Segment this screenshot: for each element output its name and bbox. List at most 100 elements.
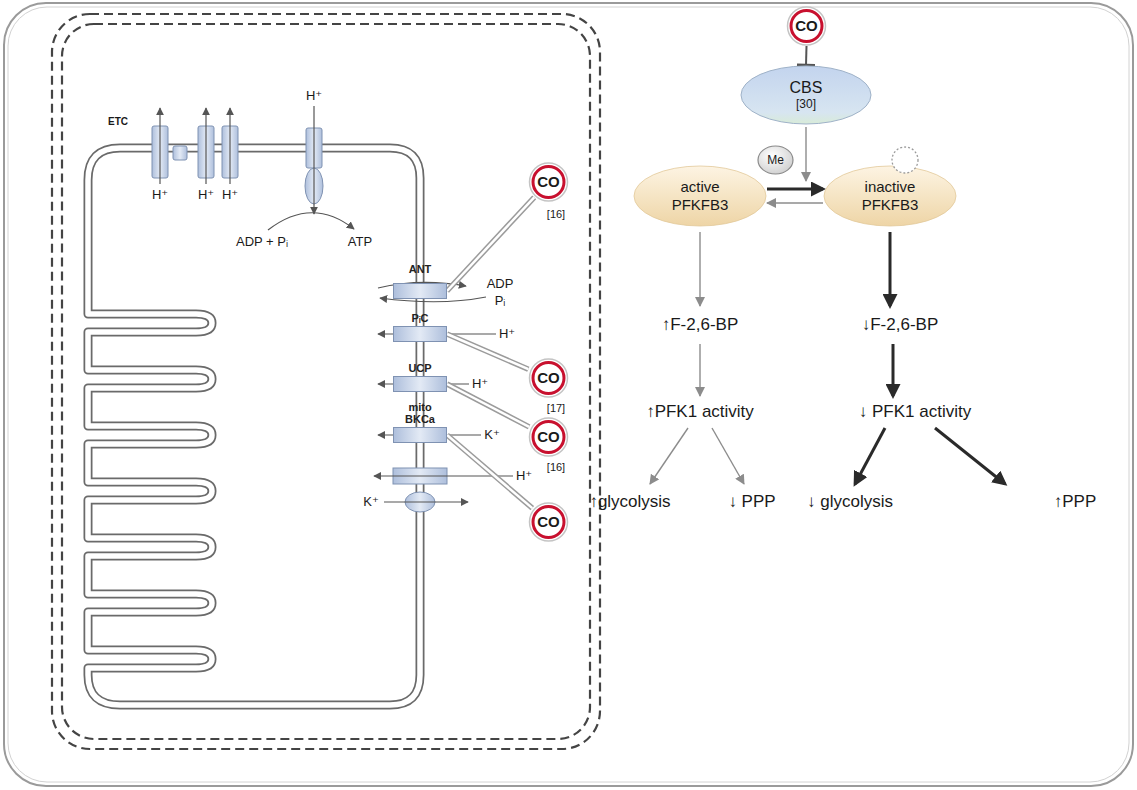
node-text: mito BKCa bbox=[400, 401, 440, 425]
co-red-ring bbox=[533, 167, 564, 198]
complex-label: ETC bbox=[108, 116, 128, 128]
metabolite-label: ADP bbox=[487, 277, 514, 292]
methyl-group-circle: Me bbox=[757, 145, 794, 175]
transporter-protein: PᵢC bbox=[393, 326, 447, 342]
node-text: CO bbox=[537, 369, 560, 387]
ion-label: H⁺ bbox=[499, 327, 515, 342]
mitochondrion-inner-membrane-part bbox=[88, 148, 420, 705]
node-text: ANT bbox=[409, 263, 432, 275]
metabolite-label: ADP + Pᵢ bbox=[236, 235, 288, 250]
connector-line-inner bbox=[447, 197, 534, 291]
pathway-arrow-thick-part bbox=[889, 232, 892, 306]
proton-pump-arrow-part bbox=[159, 108, 160, 184]
co-molecule-circle: CO bbox=[526, 358, 571, 398]
co-red-ring bbox=[533, 422, 564, 453]
pathway-effect: ↑F-2,6-BP bbox=[662, 315, 739, 335]
mitochondrion-outer-membrane-part bbox=[52, 14, 600, 749]
transporter-protein: mito BKCa bbox=[393, 427, 447, 443]
connector-line bbox=[447, 435, 532, 508]
mitochondrion-outer-membrane-part bbox=[62, 24, 590, 739]
inhibition-line bbox=[805, 46, 808, 65]
transport-arrow bbox=[378, 282, 496, 435]
etc-complex-part bbox=[173, 146, 187, 160]
co-outer-ring bbox=[530, 418, 568, 456]
metabolite-label: ATP bbox=[348, 235, 372, 250]
reference-number: [17] bbox=[547, 402, 565, 415]
co-molecule-circle: CO bbox=[526, 162, 571, 202]
atp-synthase-part bbox=[268, 213, 354, 230]
node-text: inactive PFKFB3 bbox=[848, 178, 932, 214]
transporter-protein: ANT bbox=[393, 283, 447, 299]
ion-label: H⁺ bbox=[152, 188, 168, 203]
proton-pump-arrow bbox=[160, 108, 230, 184]
pathway-arrow-thin-part bbox=[805, 127, 806, 181]
node-text: PᵢC bbox=[412, 312, 429, 324]
ion-label: H⁺ bbox=[198, 188, 214, 203]
co-outer-ring bbox=[788, 7, 826, 45]
mitochondrion-inner-membrane-part bbox=[88, 148, 420, 705]
node-text: active PFKFB3 bbox=[658, 178, 742, 214]
connector-line-inner bbox=[447, 334, 528, 369]
ion-label: K⁺ bbox=[363, 495, 379, 510]
pathway-effect: ↓ glycolysis bbox=[807, 492, 893, 512]
mitochondrion-outer-membrane bbox=[52, 14, 600, 749]
enzyme-state-fill bbox=[634, 166, 766, 226]
pathway-effect: ↑PPP bbox=[1054, 492, 1097, 512]
co-outer-ring bbox=[530, 359, 568, 397]
cell-outline-part bbox=[8, 7, 1129, 782]
removed-methyl-circle bbox=[892, 147, 918, 173]
methyl-circle-fill bbox=[758, 146, 793, 174]
ion-label: H⁺ bbox=[306, 89, 322, 104]
co-molecule-circle: CO bbox=[526, 417, 571, 457]
reference-number: [16] bbox=[547, 461, 565, 474]
enzyme-state-fill bbox=[824, 166, 956, 226]
connector-line bbox=[447, 197, 534, 291]
pathway-arrow-thick bbox=[855, 232, 1005, 484]
pathway-effect: ↓ PPP bbox=[728, 492, 775, 512]
node-text: CBS bbox=[790, 78, 823, 97]
proton-pump-arrow-part bbox=[229, 108, 230, 184]
node-text: CO bbox=[795, 17, 818, 35]
connector bbox=[447, 435, 532, 508]
connector bbox=[767, 203, 823, 204]
ion-label: H⁺ bbox=[516, 469, 532, 484]
pathway-arrow-thin-part bbox=[699, 232, 700, 306]
connector bbox=[447, 197, 534, 291]
co-molecule-circle: CO bbox=[784, 6, 829, 46]
enzyme-state-ellipse: inactive PFKFB3 bbox=[823, 165, 957, 227]
transporter-protein: UCP bbox=[393, 376, 447, 392]
pathway-effect: ↓F-2,6-BP bbox=[862, 315, 939, 335]
co-outer-ring bbox=[530, 163, 568, 201]
co-red-ring bbox=[791, 11, 822, 42]
node-text: UCP bbox=[408, 362, 431, 374]
enzyme-ellipse-fill bbox=[741, 66, 871, 124]
metabolite-label: Pᵢ bbox=[495, 294, 506, 309]
pathway-arrow-thick-part bbox=[935, 428, 1005, 484]
etc-complex bbox=[152, 126, 238, 178]
co-red-ring bbox=[533, 363, 564, 394]
pathway-arrow-thin-part bbox=[712, 428, 744, 484]
enzyme-ellipse: CBS[30] bbox=[740, 65, 872, 125]
node-text: CO bbox=[537, 428, 560, 446]
pathway-effect: ↑glycolysis bbox=[589, 492, 670, 512]
pathway-effect: ↓ PFK1 activity bbox=[859, 402, 971, 422]
proton-pump-arrow-part bbox=[205, 108, 206, 184]
pathway-arrow-thick-part bbox=[855, 428, 885, 484]
co-molecule-circle: CO bbox=[526, 502, 571, 542]
removed-methyl-circle-part bbox=[892, 147, 918, 173]
pathway-effect: ↑PFK1 activity bbox=[646, 402, 754, 422]
co-outer-ring bbox=[530, 503, 568, 541]
mitochondrion-inner-membrane bbox=[88, 148, 420, 705]
pathway-arrow-thick-part bbox=[892, 344, 895, 396]
pathway-arrow-thin-part bbox=[699, 344, 700, 396]
ion-label: K⁺ bbox=[484, 428, 500, 443]
ion-label: H⁺ bbox=[472, 377, 488, 392]
node-text: Me bbox=[767, 153, 784, 167]
pathway-arrow-thin-part bbox=[650, 428, 688, 484]
reference-number: [16] bbox=[547, 208, 565, 221]
